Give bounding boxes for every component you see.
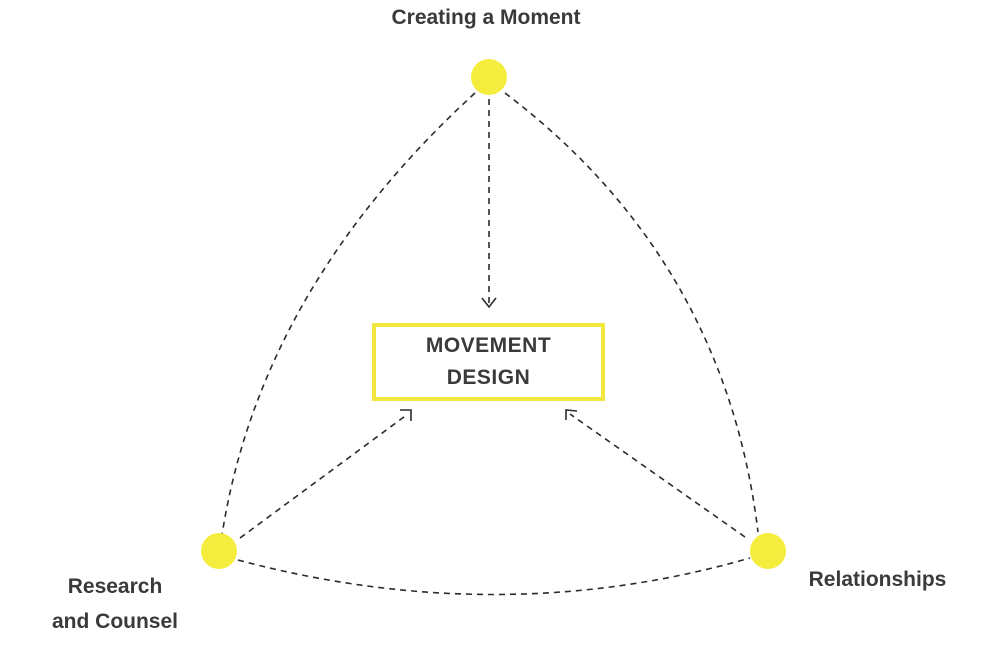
arrow-right-to-center xyxy=(569,413,746,538)
node-left-label-line2: and Counsel xyxy=(51,610,178,633)
edge-top-right xyxy=(504,92,759,533)
center-box: MOVEMENT DESIGN xyxy=(372,323,605,401)
center-title-line1: MOVEMENT xyxy=(425,334,552,357)
center-title-line2: DESIGN xyxy=(446,366,531,389)
edge-bottom xyxy=(237,557,751,596)
node-top-circle xyxy=(471,59,507,95)
arrowhead-right xyxy=(565,409,578,420)
node-left-label: Research and Counsel xyxy=(20,569,210,639)
arrow-left-to-center xyxy=(239,413,409,539)
node-right-circle xyxy=(750,533,786,569)
node-left-label-line1: Research xyxy=(67,575,163,598)
node-right-label: Relationships xyxy=(808,568,947,591)
arrowhead-left xyxy=(400,409,412,421)
node-left-circle xyxy=(201,533,237,569)
edge-top-left xyxy=(221,92,476,536)
arrowhead-top xyxy=(481,297,497,309)
node-top-label: Creating a Moment xyxy=(391,6,581,29)
